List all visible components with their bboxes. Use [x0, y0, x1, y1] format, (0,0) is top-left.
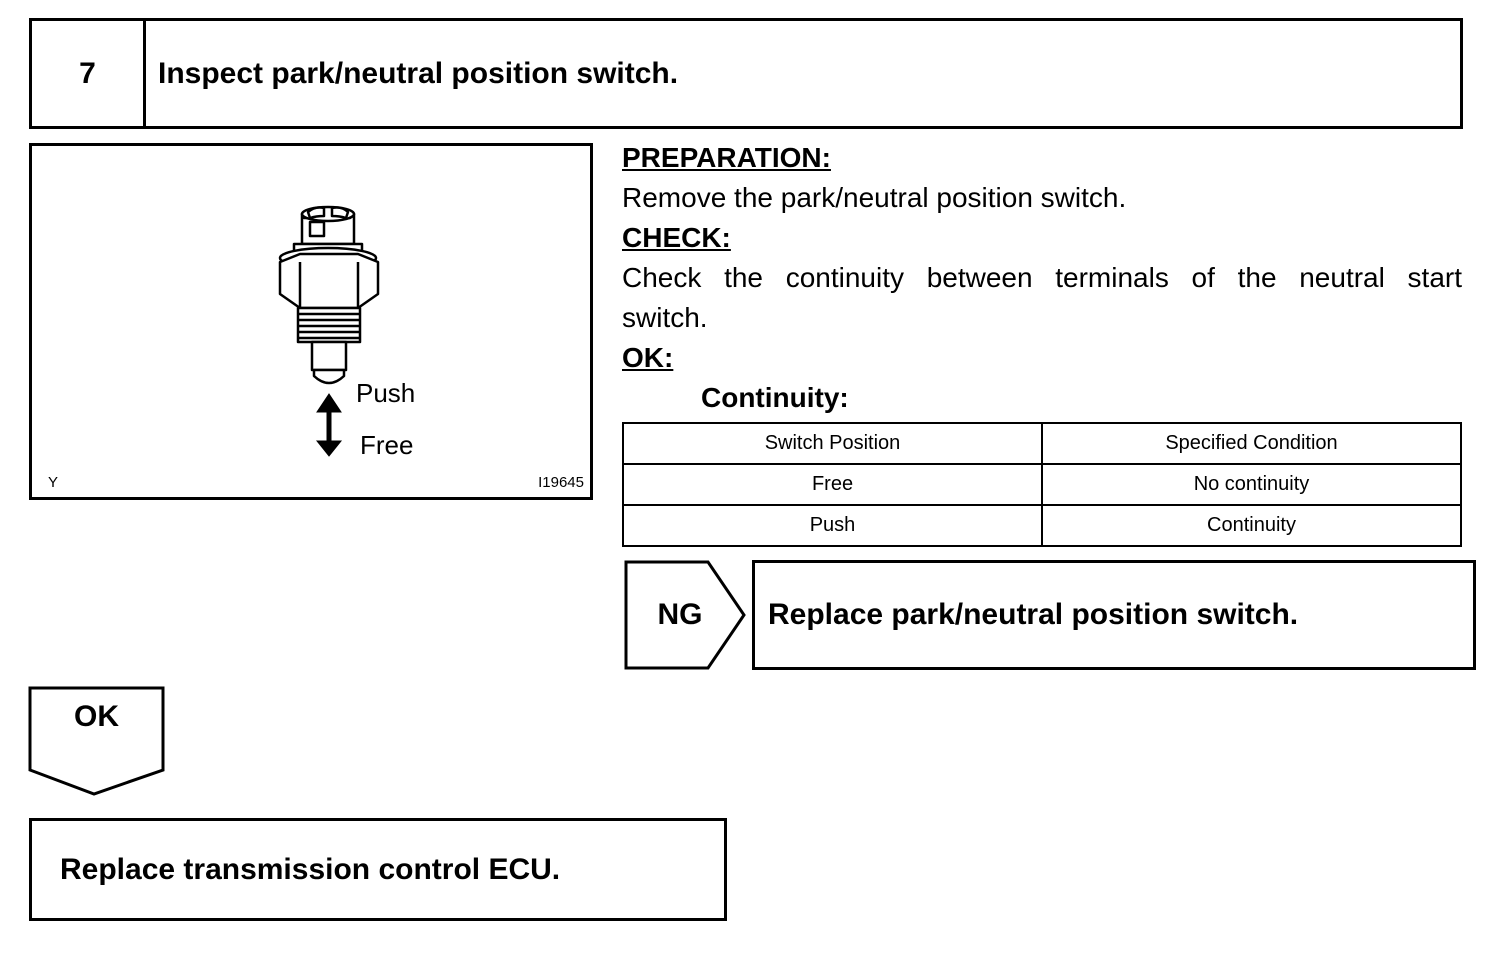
right-arrow-icon — [624, 560, 746, 670]
table-header-cell: Switch Position — [622, 422, 1043, 465]
table-cell: Free — [622, 463, 1043, 506]
table-header-row: Switch Position Specified Condition — [622, 422, 1462, 465]
ng-result-box: Replace park/neutral position switch. — [752, 560, 1476, 670]
check-text-line2: switch. — [622, 302, 708, 333]
down-arrow-icon — [28, 686, 165, 796]
figure-corner-left: Y — [48, 474, 59, 491]
step-title: Inspect park/neutral position switch. — [158, 56, 679, 90]
ng-label: NG — [657, 598, 703, 631]
table-header-cell: Specified Condition — [1041, 422, 1462, 465]
preparation-text: Remove the park/neutral position switch. — [622, 182, 1127, 213]
check-text-line1: Check the continuity between terminals o… — [622, 262, 1462, 293]
table-cell: Push — [622, 504, 1043, 547]
free-label: Free — [360, 430, 414, 460]
procedure-text: PREPARATION: Remove the park/neutral pos… — [622, 138, 1462, 418]
figure-id: I19645 — [538, 474, 584, 491]
check-heading: CHECK: — [622, 222, 731, 253]
ok-label: OK — [74, 700, 119, 733]
ng-arrow: NG — [624, 560, 748, 670]
ok-arrow: OK — [28, 686, 165, 798]
table-row: Free No continuity — [622, 463, 1462, 506]
ok-heading: OK: — [622, 342, 674, 373]
push-label: Push — [356, 378, 416, 408]
continuity-heading: Continuity: — [701, 382, 849, 413]
step-header: 7 Inspect park/neutral position switch. — [29, 18, 1463, 129]
preparation-heading: PREPARATION: — [622, 142, 831, 173]
table-cell: No continuity — [1041, 463, 1462, 506]
continuity-table: Switch Position Specified Condition Free… — [622, 422, 1462, 547]
table-cell: Continuity — [1041, 504, 1462, 547]
ok-result-box: Replace transmission control ECU. — [29, 818, 727, 921]
switch-illustration-panel: Push Free Y I19645 — [29, 143, 593, 500]
table-row: Push Continuity — [622, 504, 1462, 547]
neutral-switch-illustration — [278, 205, 380, 457]
step-number: 7 — [32, 21, 146, 126]
